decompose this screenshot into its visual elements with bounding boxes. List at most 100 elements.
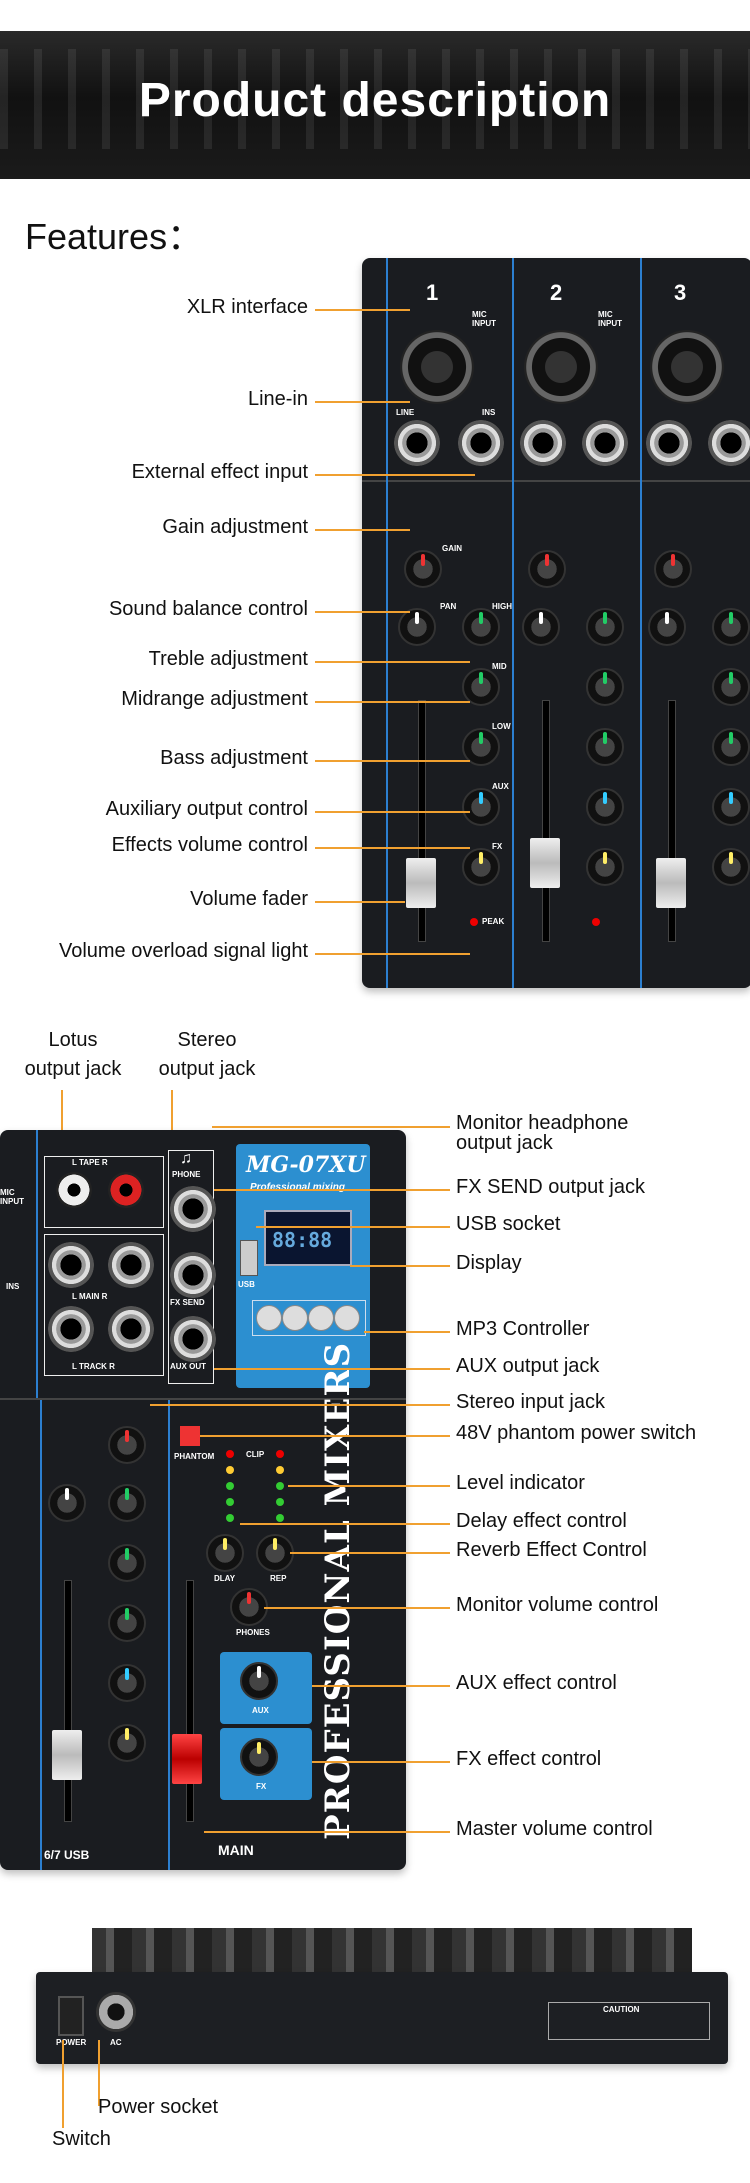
label-midrange: Midrange adjustment: [121, 688, 308, 710]
fx-send-jack[interactable]: [170, 1252, 216, 1298]
display-text: 88:88: [272, 1228, 333, 1252]
aux-out-jack[interactable]: [170, 1316, 216, 1362]
line-in-jack[interactable]: [646, 420, 692, 466]
level-led: [226, 1482, 234, 1490]
fx-knob[interactable]: [108, 1724, 146, 1762]
label-gain-adjustment: Gain adjustment: [162, 516, 308, 538]
pan-knob[interactable]: [398, 608, 436, 646]
headphone-icon: ♫: [180, 1150, 192, 1167]
xlr-connector[interactable]: [650, 330, 724, 404]
usb-socket[interactable]: [240, 1240, 258, 1276]
leader-line: [315, 309, 410, 311]
volume-fader[interactable]: [656, 858, 686, 908]
rep-label: REP: [270, 1574, 287, 1583]
master-fader[interactable]: [172, 1734, 202, 1784]
reverb-knob[interactable]: [256, 1534, 294, 1572]
track-in-left[interactable]: [48, 1306, 94, 1352]
track-in-right[interactable]: [108, 1306, 154, 1352]
gain-knob[interactable]: [108, 1426, 146, 1464]
low-knob[interactable]: [108, 1604, 146, 1642]
ch67-label: 6/7 USB: [44, 1848, 90, 1862]
main-out-left[interactable]: [48, 1242, 94, 1288]
power-socket[interactable]: [96, 1992, 136, 2032]
pan-knob[interactable]: [522, 608, 560, 646]
page-title: Product description: [138, 74, 612, 127]
mid-knob[interactable]: [712, 668, 750, 706]
aux-knob[interactable]: [462, 788, 500, 826]
fx-knob[interactable]: [586, 848, 624, 886]
main-track-box: [44, 1234, 164, 1376]
high-knob[interactable]: [712, 608, 750, 646]
leader-line: [61, 1090, 63, 1150]
master-panel: MIC INPUT INS L TAPE R L MAIN R L TRACK …: [0, 1130, 406, 1870]
phantom-switch[interactable]: [180, 1426, 200, 1446]
xlr-connector[interactable]: [524, 330, 598, 404]
features-heading: Features：: [25, 216, 204, 257]
aux-knob[interactable]: [586, 788, 624, 826]
play-pause-button[interactable]: [256, 1305, 282, 1331]
label-aux-output: Auxiliary output control: [105, 798, 308, 820]
delay-knob[interactable]: [206, 1534, 244, 1572]
pan-knob[interactable]: [48, 1484, 86, 1522]
leader-line: [212, 1126, 450, 1128]
leader-line: [315, 611, 410, 613]
line-in-jack[interactable]: [394, 420, 440, 466]
ins-jack[interactable]: [708, 420, 750, 466]
volume-fader[interactable]: [52, 1730, 82, 1780]
pan-knob[interactable]: [648, 608, 686, 646]
high-knob[interactable]: [586, 608, 624, 646]
aux-knob[interactable]: [108, 1664, 146, 1702]
main-out-right[interactable]: [108, 1242, 154, 1288]
leader-line: [315, 529, 410, 531]
fader-track: [418, 700, 426, 942]
phantom-label: PHANTOM: [174, 1452, 215, 1461]
fxsend-label: FX SEND: [170, 1298, 205, 1307]
volume-fader[interactable]: [530, 838, 560, 888]
gain-knob[interactable]: [654, 550, 692, 588]
level-led: [226, 1466, 234, 1474]
fx-knob[interactable]: [712, 848, 750, 886]
label-aux-effect: AUX effect control: [456, 1672, 617, 1694]
high-knob[interactable]: [108, 1484, 146, 1522]
prev-button[interactable]: [282, 1305, 308, 1331]
mid-knob[interactable]: [462, 668, 500, 706]
label-external-effect-input: External effect input: [131, 461, 308, 483]
low-knob[interactable]: [462, 728, 500, 766]
xlr-connector[interactable]: [400, 330, 474, 404]
rca-left[interactable]: [56, 1172, 92, 1208]
fx-effect-knob[interactable]: [240, 1738, 278, 1776]
dlay-label: DLAY: [214, 1574, 236, 1583]
mic-input-label: MIC INPUT: [598, 310, 622, 328]
fx-knob[interactable]: [462, 848, 500, 886]
level-led: [226, 1450, 234, 1458]
volume-fader[interactable]: [406, 858, 436, 908]
aux-effect-knob[interactable]: [240, 1662, 278, 1700]
ins-jack[interactable]: [458, 420, 504, 466]
ac-label: AC: [110, 2038, 122, 2047]
mode-button[interactable]: [334, 1305, 360, 1331]
rca-right[interactable]: [108, 1172, 144, 1208]
gain-knob[interactable]: [404, 550, 442, 588]
high-knob[interactable]: [462, 608, 500, 646]
channel-number: 3: [674, 280, 687, 305]
phone-jack[interactable]: [170, 1186, 216, 1232]
power-switch[interactable]: [58, 1996, 84, 2036]
line-in-jack[interactable]: [520, 420, 566, 466]
leader-line: [288, 1485, 450, 1487]
master-fader-track: [186, 1580, 194, 1822]
fader-track: [668, 700, 676, 942]
low-knob[interactable]: [586, 728, 624, 766]
ins-jack[interactable]: [582, 420, 628, 466]
gain-knob[interactable]: [528, 550, 566, 588]
mid-knob[interactable]: [586, 668, 624, 706]
phones-knob[interactable]: [230, 1588, 268, 1626]
aux-knob[interactable]: [712, 788, 750, 826]
line-label: LINE: [396, 408, 415, 417]
label-line-in: Line-in: [247, 388, 308, 410]
next-button[interactable]: [308, 1305, 334, 1331]
mid-knob[interactable]: [108, 1544, 146, 1582]
leader-line: [315, 401, 410, 403]
low-knob[interactable]: [712, 728, 750, 766]
leader-line: [240, 1523, 450, 1525]
label-overload-light: Volume overload signal light: [58, 940, 308, 962]
